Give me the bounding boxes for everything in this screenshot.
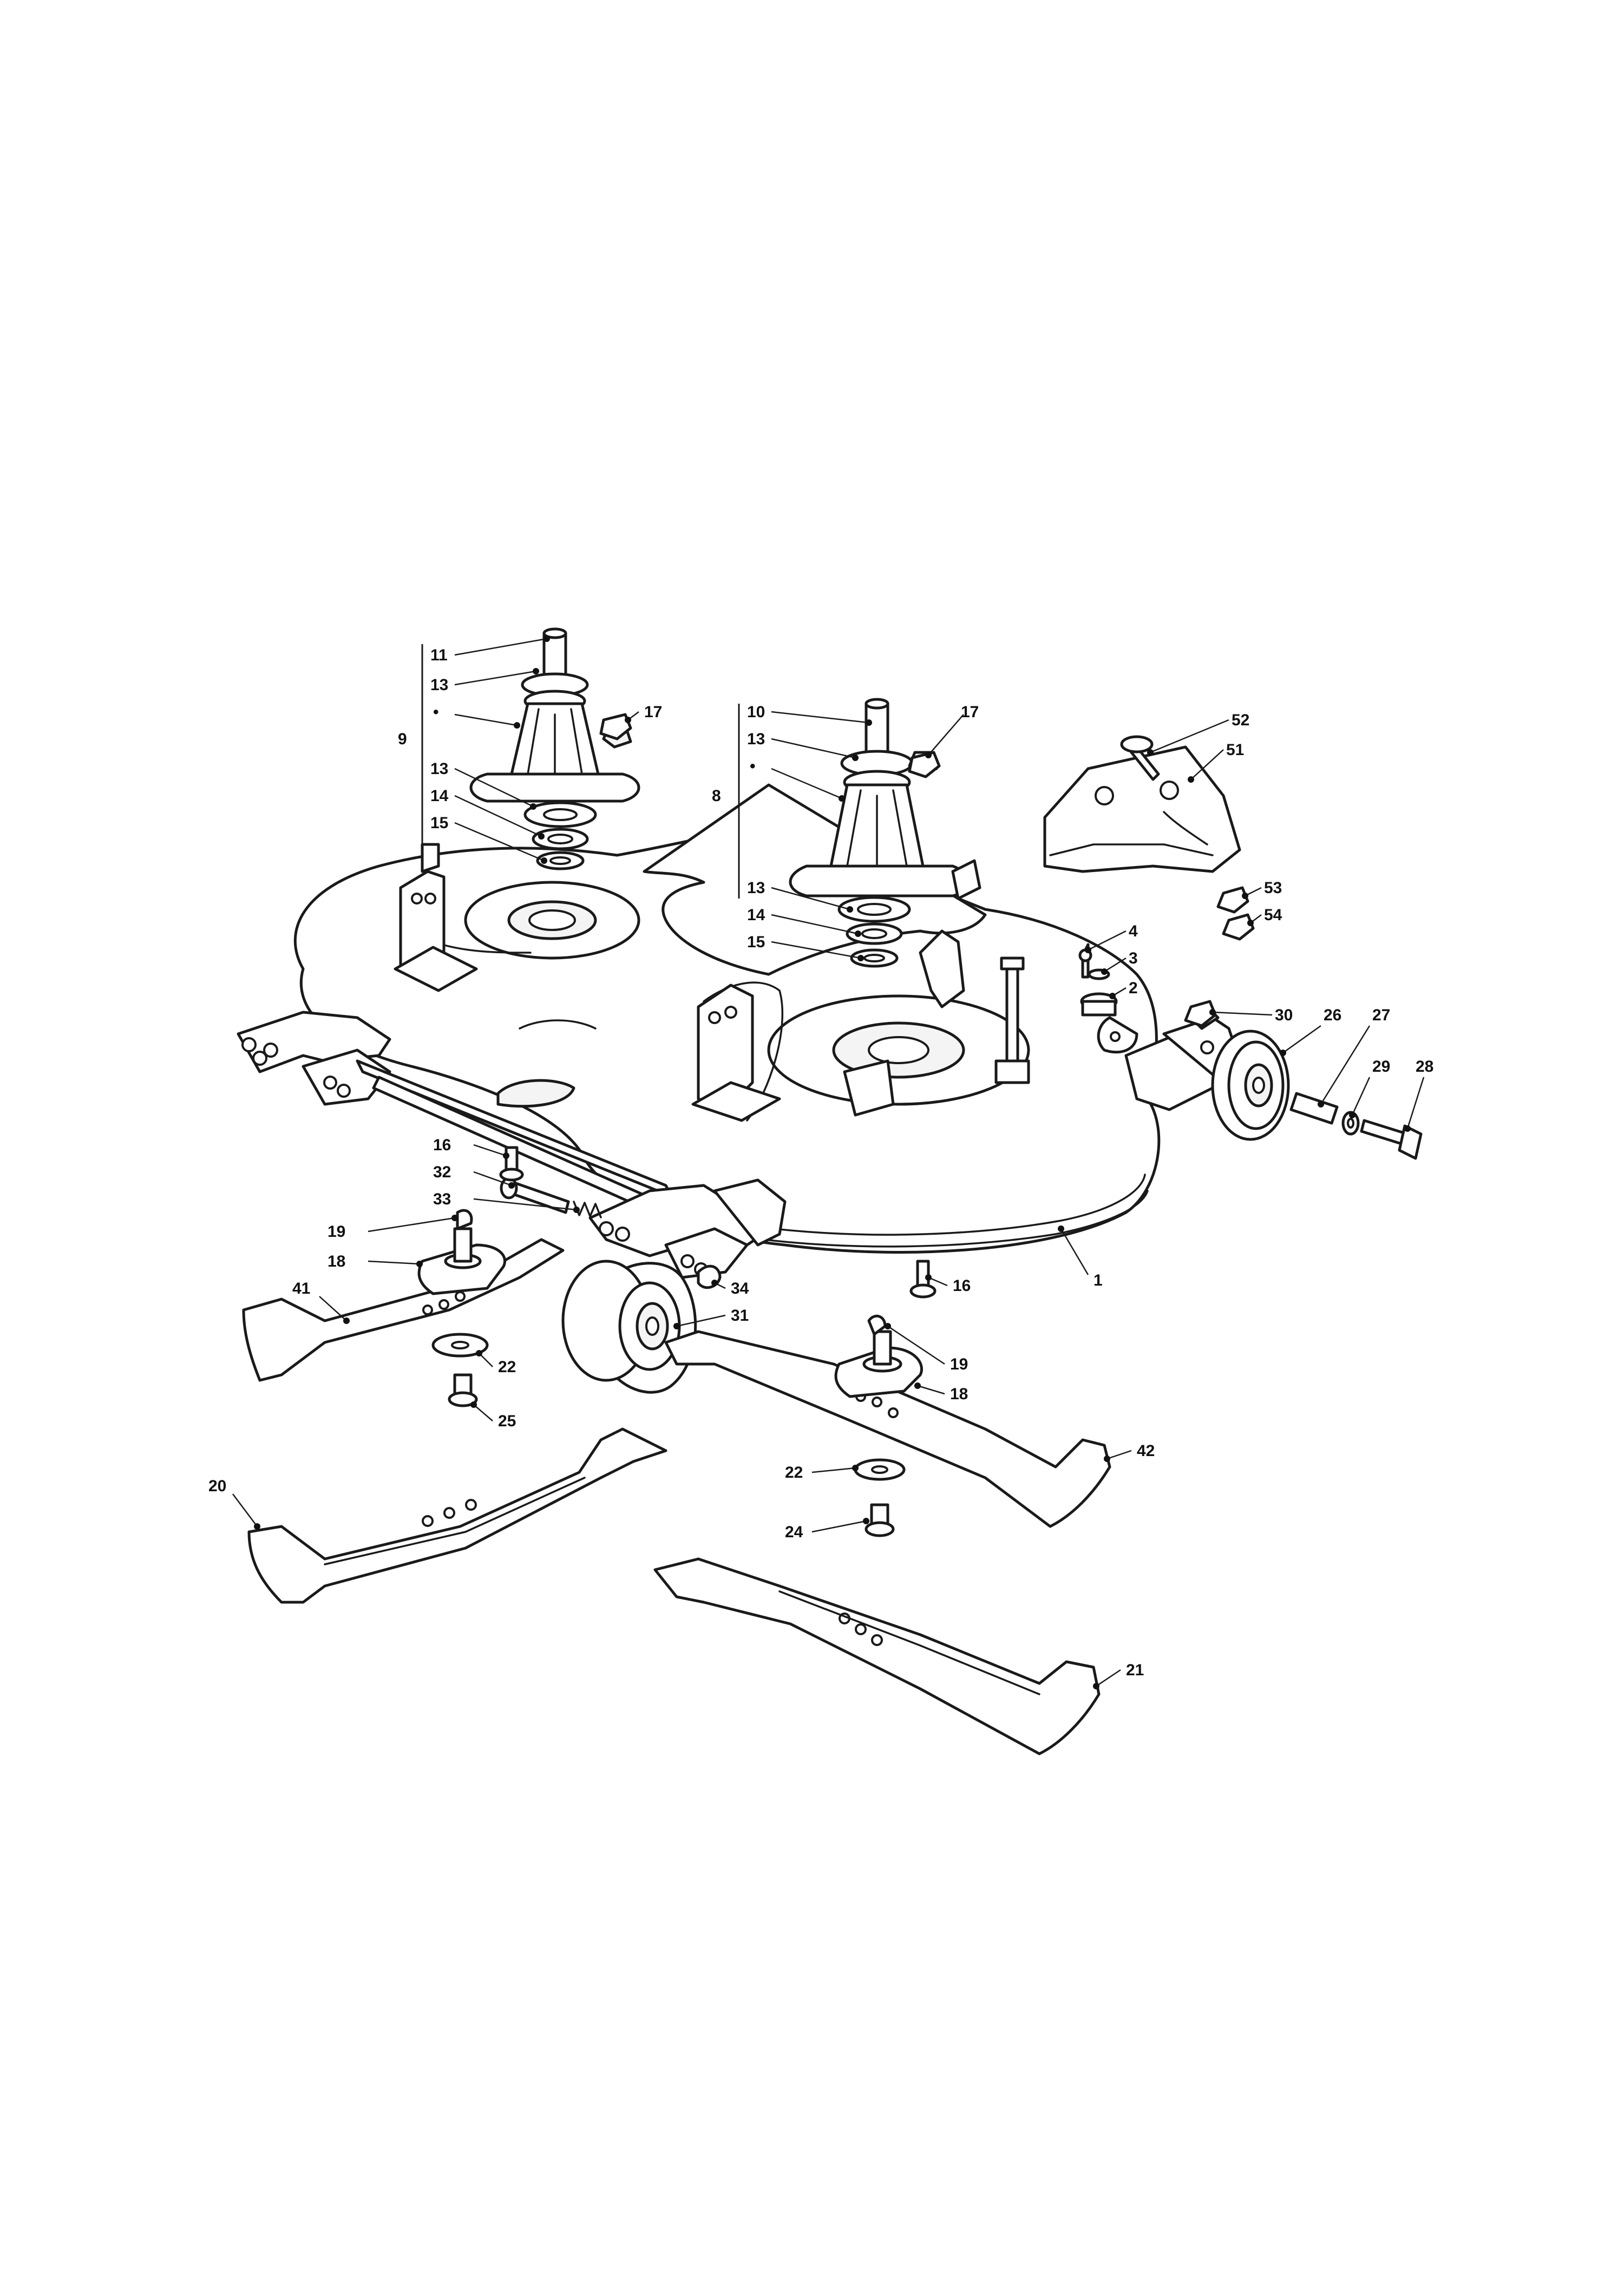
bolt-25 (448, 1373, 478, 1407)
callout-52: 52 (1232, 711, 1249, 729)
callout-33: 33 (433, 1190, 451, 1208)
callout-16: 16 (953, 1277, 971, 1295)
callout-17: 17 (644, 703, 662, 721)
callout-54: 54 (1264, 906, 1282, 924)
callout-30: 30 (1275, 1006, 1293, 1024)
callout-17: 17 (961, 703, 979, 721)
callout-3: 3 (1129, 949, 1138, 967)
callout-24: 24 (785, 1523, 803, 1541)
callout-2: 2 (1129, 979, 1138, 997)
discharge-deflector (1043, 735, 1255, 941)
callout-19: 19 (328, 1223, 345, 1241)
washer-22-right (854, 1458, 906, 1481)
callout-18: 18 (950, 1385, 968, 1403)
callout-32: 32 (433, 1163, 451, 1181)
spindle-assembly-left (469, 627, 640, 870)
blade-20 (247, 1427, 667, 1604)
callout-28: 28 (1416, 1058, 1433, 1076)
washer-22-left (431, 1333, 489, 1358)
callout-bullet: • (750, 757, 756, 775)
bolt-16-right (909, 1260, 937, 1299)
callout-22: 22 (785, 1464, 803, 1482)
mower-deck (293, 783, 1161, 1254)
bolt-24 (865, 1503, 895, 1537)
callout-31: 31 (731, 1307, 749, 1325)
nut-17-right (908, 751, 941, 778)
callout-11: 11 (430, 646, 448, 664)
callout-20: 20 (208, 1477, 226, 1495)
callout-26: 26 (1324, 1006, 1341, 1024)
callout-8: 8 (712, 787, 721, 805)
callout-19: 19 (950, 1355, 968, 1373)
callout-27: 27 (1372, 1006, 1390, 1024)
callout-14: 14 (430, 787, 449, 805)
callout-1: 1 (1093, 1271, 1103, 1289)
callout-bullet: • (433, 703, 439, 721)
callout-10: 10 (747, 703, 765, 721)
callout-13: 13 (430, 676, 448, 694)
callout-13: 13 (430, 760, 448, 778)
rear-wheel-assembly (1124, 1000, 1423, 1160)
blade-21 (653, 1557, 1101, 1755)
callout-21: 21 (1126, 1661, 1144, 1679)
callout-16: 16 (433, 1136, 451, 1154)
callout-14: 14 (747, 906, 765, 924)
callout-13: 13 (747, 879, 765, 897)
callout-53: 53 (1264, 879, 1282, 897)
callout-22: 22 (498, 1358, 516, 1376)
spindle-assembly-right (789, 698, 981, 968)
callout-13: 13 (747, 730, 765, 748)
callout-42: 42 (1137, 1442, 1155, 1460)
callout-labels: 11 13 • 9 17 13 14 15 10 13 • 8 17 13 14… (208, 646, 1433, 1679)
callout-18: 18 (328, 1253, 345, 1270)
callout-34: 34 (731, 1280, 749, 1297)
front-gauge-wheel (561, 1260, 722, 1394)
nut-17-left (599, 713, 632, 740)
callout-15: 15 (430, 814, 448, 832)
callout-25: 25 (498, 1412, 516, 1430)
callout-4: 4 (1129, 922, 1138, 940)
callout-41: 41 (292, 1280, 310, 1297)
front-hitch-arms (237, 1011, 787, 1279)
callout-29: 29 (1372, 1058, 1390, 1076)
leader-lines (232, 635, 1425, 1689)
blade-right-assembled (664, 1314, 1111, 1528)
callout-15: 15 (747, 933, 765, 951)
callout-51: 51 (1226, 741, 1244, 759)
bolt-and-spring (500, 1177, 602, 1218)
blade-left-assembled (242, 1209, 565, 1382)
callout-9: 9 (398, 730, 407, 748)
